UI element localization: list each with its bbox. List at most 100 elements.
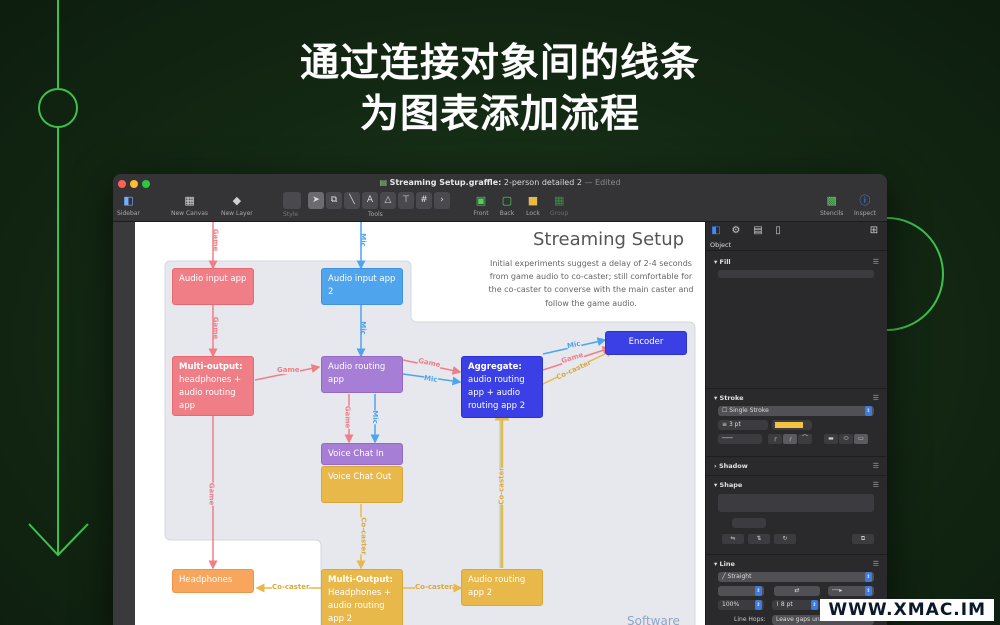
corner-radius-field[interactable] [732,518,766,528]
object-tab-icon[interactable]: ◧ [711,225,721,236]
stroke-type-dropdown[interactable]: ☐ Single Stroke ⇕ [718,406,874,416]
inspect-button[interactable]: ⓘ Inspect [854,194,876,217]
rotate-icon[interactable]: ↻ [774,534,796,544]
node-multi-output-2[interactable]: Multi-Output: Headphones + audio routing… [321,569,403,625]
bring-front-icon: ▣ [475,194,487,207]
swap-arrows-button[interactable]: ⇄ [774,586,820,596]
sidebar-icon: ◧ [123,194,134,207]
dash-pattern-icon: ─── [722,435,733,442]
chevron-down-icon: ⇕ [755,586,762,596]
shadow-section-header[interactable]: › Shadow [714,462,748,470]
close-window-button[interactable] [118,180,126,188]
more-tools-icon[interactable]: › [434,192,450,209]
new-layer-button[interactable]: ◆ New Layer [221,194,253,217]
cap-square-icon[interactable]: ▭ [854,434,868,444]
document-tab-icon[interactable]: ▯ [775,225,781,236]
sidebar-button[interactable]: ◧ Sidebar [117,194,140,217]
lock-icon: ■ [527,194,539,207]
diagram-edges [164,222,696,625]
node-audio-routing-2[interactable]: Audio routing app 2 [461,569,543,606]
node-audio-routing[interactable]: Audio routing app [321,356,403,393]
shape-picker[interactable] [718,494,874,512]
corner-sharp-icon[interactable]: ┌ [768,434,782,444]
stencils-button[interactable]: ▩ Stencils [820,194,844,217]
diagram-canvas[interactable]: Streaming Setup Initial experiments sugg… [135,222,705,625]
node-aggregate[interactable]: Aggregate: audio routing app + audio rou… [461,356,543,418]
node-voice-chat-out[interactable]: Voice Chat Out [321,466,403,503]
flip-horizontal-icon[interactable]: ⇋ [722,534,744,544]
chevron-down-icon: ⇕ [865,572,872,582]
cap-round-icon[interactable]: ⬭ [839,434,853,444]
divider [706,388,887,389]
convert-shape-icon[interactable]: ⧉ [852,534,874,544]
swap-icon: ⇄ [794,587,800,594]
canvas-title: Streaming Setup [533,229,685,250]
stepper-icon: ⇕ [755,600,762,610]
layout-icon[interactable]: ⊞ [869,225,879,236]
corner-curve-icon[interactable]: ⌒ [798,434,812,444]
node-voice-chat-in[interactable]: Voice Chat In [321,443,403,465]
edge-label: Mic [358,321,367,335]
edge-label: Co-caster [415,583,453,591]
minimize-window-button[interactable] [130,180,138,188]
node-multi-output[interactable]: Multi-output: headphones + audio routing… [172,356,254,416]
new-canvas-button[interactable]: ▦ New Canvas [171,194,209,217]
flip-vertical-icon[interactable]: ⇅ [748,534,770,544]
divider [706,554,887,555]
new-canvas-icon: ▦ [184,194,195,207]
menu-icon[interactable]: ☰ [872,258,879,266]
window-title: ▤ Streaming Setup.graffle: 2-person deta… [379,178,621,187]
group-button[interactable]: ▦ Group [550,194,569,217]
chevron-down-icon: ⇕ [865,586,872,596]
group-label-software: Software [627,614,680,625]
fill-section-header[interactable]: ▾ Fill [714,258,731,266]
stroke-section-header[interactable]: ▾ Stroke [714,394,744,402]
pen-tool-icon[interactable]: △ [380,192,396,209]
send-back-icon: ▢ [501,194,513,207]
tail-scale-field[interactable]: 100% ⇕ [718,600,764,610]
diagram-tool-icon[interactable]: ⊤ [398,192,414,209]
document-icon: ▤ [379,178,388,187]
fill-dropdown[interactable] [718,270,874,278]
zoom-window-button[interactable] [142,180,150,188]
menu-icon[interactable]: ☰ [872,394,879,402]
menu-icon[interactable]: ☰ [872,560,879,568]
line-tool-icon[interactable]: ╲ [344,192,360,209]
checkbox-icon: ☐ [722,407,730,414]
edge-label: Mic [423,374,439,384]
group-icon: ▦ [553,194,565,207]
stroke-color-well[interactable] [772,420,812,430]
curve-icon: ⌇ [776,601,781,608]
canvas-tab-icon[interactable]: ▤ [753,225,763,236]
edge-label: Game [211,228,220,252]
line-section-header[interactable]: ▾ Line [714,560,735,568]
arrow-tail-dropdown[interactable]: ⇕ [718,586,764,596]
stroke-width-field[interactable]: ≡ 3 pt [718,420,768,430]
node-headphones[interactable]: Headphones [172,569,254,593]
corner-round-icon[interactable]: ╭ [783,434,797,444]
front-button[interactable]: ▣ Front [473,194,489,217]
shape-section-header[interactable]: ▾ Shape [714,481,743,489]
node-encoder[interactable]: Encoder [605,331,687,355]
line-offset-field[interactable]: ⌇ 8 pt ⇕ [772,600,820,610]
edge-label: Game [343,405,352,429]
stroke-pattern-dropdown[interactable]: ─── [718,434,762,444]
menu-icon[interactable]: ☰ [872,481,879,489]
selection-tool-icon[interactable]: ➤ [308,192,324,209]
menu-icon[interactable]: ☰ [872,462,879,470]
lock-button[interactable]: ■ Lock [524,194,542,217]
style-button[interactable] [283,192,301,209]
stepper-icon: ⇕ [811,600,818,610]
text-tool-icon[interactable]: A [362,192,378,209]
divider [706,475,887,476]
shape-tool-icon[interactable]: ⧉ [326,192,342,209]
gear-icon[interactable]: ⚙ [731,225,741,236]
node-audio-input-2[interactable]: Audio input app 2 [321,268,403,305]
line-type-dropdown[interactable]: ╱ Straight ⇕ [718,572,874,582]
back-button[interactable]: ▢ Back [499,194,515,217]
inspector-object-label: Object [710,241,732,249]
grid-tool-icon[interactable]: # [416,192,432,209]
arrow-head-dropdown[interactable]: ──▸ ⇕ [828,586,874,596]
node-audio-input[interactable]: Audio input app [172,268,254,305]
cap-flat-icon[interactable]: ▬ [824,434,838,444]
